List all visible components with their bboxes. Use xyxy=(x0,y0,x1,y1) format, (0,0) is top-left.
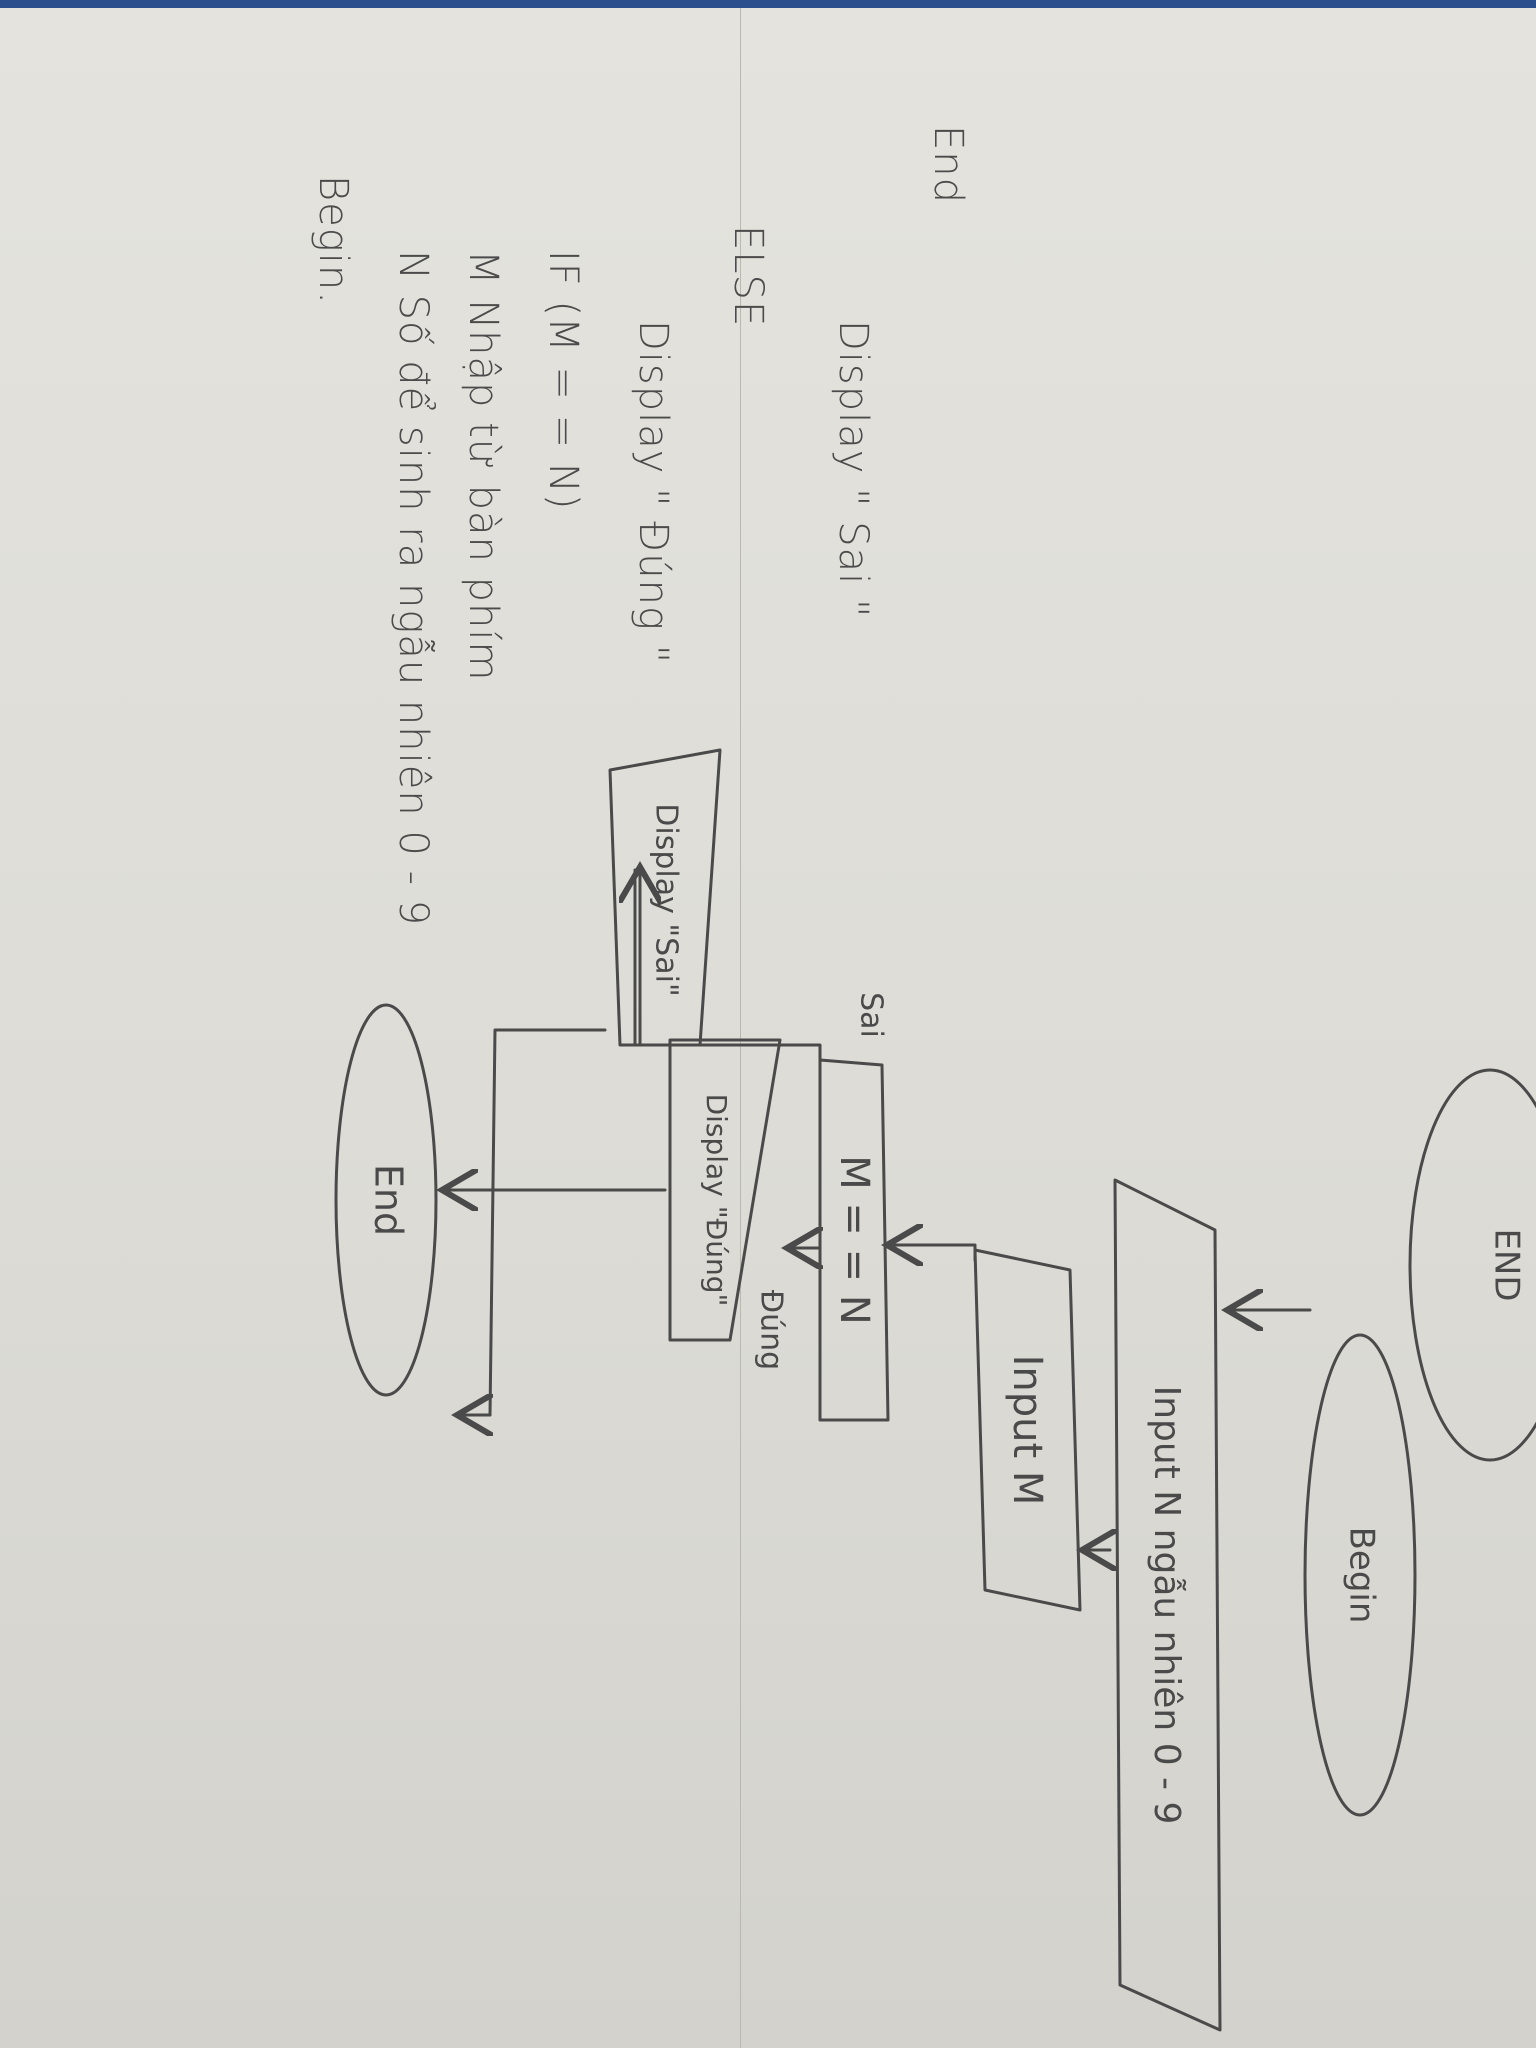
flow-input-n-label: Input N ngẫu nhiên 0 - 9 xyxy=(1146,1386,1187,1825)
flow-display-dung-label: Display "Đúng" xyxy=(700,1094,733,1307)
display-sai-parallelogram xyxy=(608,748,722,1047)
flow-display-sai-label: Display "Sai" xyxy=(649,803,684,996)
end-oval-top xyxy=(1408,1068,1536,1462)
begin-oval-page xyxy=(1303,1333,1417,1817)
flow-begin-label: Begin xyxy=(1342,1527,1382,1624)
flow-no-label: Sai xyxy=(854,992,889,1038)
input-m-parallelogram xyxy=(973,1248,1082,1612)
top-end-label: END xyxy=(1487,1228,1527,1301)
flow-end-label: End xyxy=(367,1164,411,1236)
flow-input-m-label: Input M xyxy=(1004,1355,1050,1506)
decision-rect xyxy=(818,1058,890,1422)
flow-yes-label: Đúng xyxy=(754,1290,789,1370)
margin-line xyxy=(740,8,741,2048)
paper-sheet xyxy=(0,8,1536,2048)
end-oval-page xyxy=(334,1003,438,1397)
flow-decision-label: M = = N xyxy=(831,1155,877,1325)
